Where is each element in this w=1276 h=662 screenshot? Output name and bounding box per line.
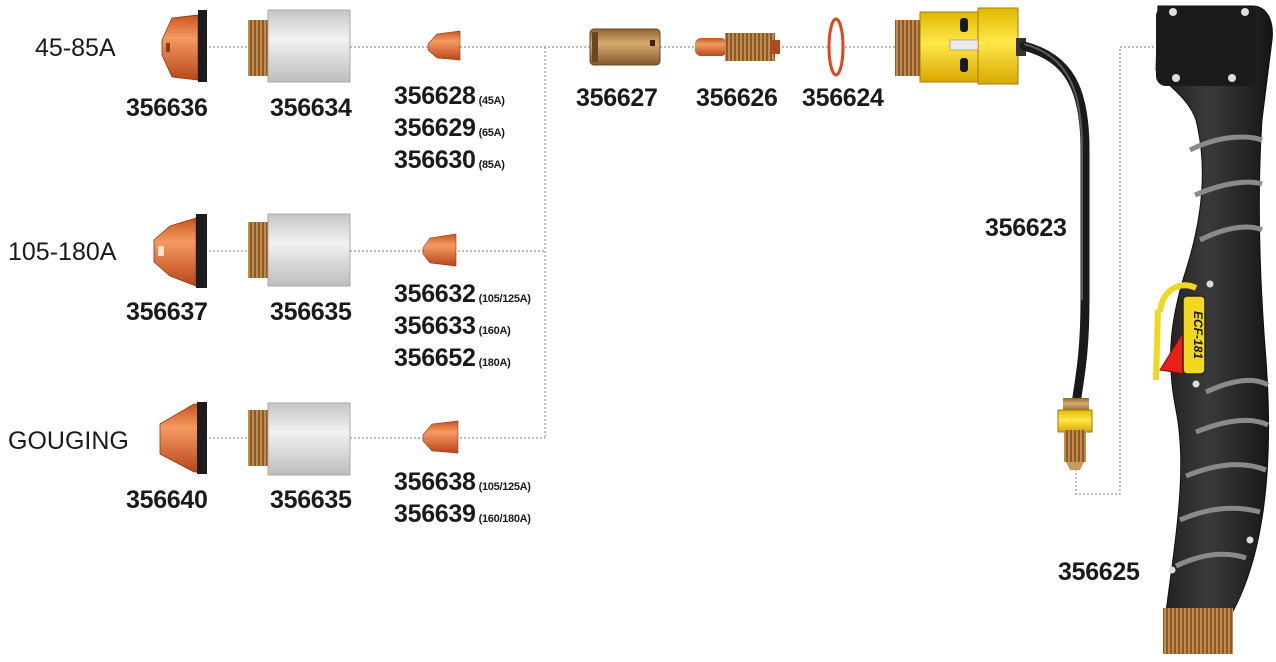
part-number-356632: 356632(105/125A) — [394, 282, 531, 307]
part-number-356626: 356626 — [696, 86, 778, 111]
swirl-ring-356627 — [590, 29, 660, 65]
nozzle-356640 — [160, 402, 207, 474]
part-number-356639-value: 356639 — [394, 500, 476, 528]
part-number-356637: 356637 — [126, 300, 208, 325]
part-number-356633-amps: (160A) — [479, 325, 511, 337]
part-number-356629-value: 356629 — [394, 114, 476, 142]
part-number-356630: 356630(85A) — [394, 148, 505, 173]
part-number-356627: 356627 — [576, 86, 658, 111]
retaining-cap-356634 — [248, 10, 350, 82]
part-number-356652-amps: (180A) — [479, 357, 511, 369]
torch-handle-356625 — [1156, 6, 1272, 654]
tip-356632 — [423, 234, 456, 266]
o-ring-356624 — [829, 19, 843, 75]
retaining-cap-356635-row3 — [248, 403, 350, 475]
part-number-356635-row2: 356635 — [270, 300, 352, 325]
electrode-356626 — [695, 33, 780, 61]
part-number-356625: 356625 — [1058, 560, 1140, 585]
part-number-356632-amps: (105/125A) — [479, 293, 531, 305]
part-number-356624: 356624 — [802, 86, 884, 111]
retaining-cap-356635-row2 — [248, 214, 350, 286]
torch-head-356623 — [895, 8, 1026, 84]
part-number-356640: 356640 — [126, 488, 208, 513]
model-badge: ECF-181 — [1183, 296, 1205, 374]
row-label-gouging: GOUGING — [8, 429, 129, 454]
nozzle-356636 — [162, 10, 207, 82]
part-number-356629: 356629(65A) — [394, 116, 505, 141]
nozzle-356637 — [154, 214, 207, 288]
part-number-356630-value: 356630 — [394, 146, 476, 174]
part-number-356638-amps: (105/125A) — [479, 481, 531, 493]
part-number-356628-amps: (45A) — [479, 95, 505, 107]
row-label-105-180a: 105-180A — [8, 240, 116, 265]
part-number-356630-amps: (85A) — [479, 159, 505, 171]
tip-356638 — [423, 421, 458, 453]
tip-356628 — [428, 31, 460, 60]
model-badge-text: ECF-181 — [1191, 311, 1205, 359]
row-label-45-85a: 45-85A — [35, 36, 116, 61]
part-number-356639-amps: (160/180A) — [479, 513, 531, 525]
part-number-356638-value: 356638 — [394, 468, 476, 496]
part-number-356636: 356636 — [126, 96, 208, 121]
part-number-356633-value: 356633 — [394, 312, 476, 340]
part-number-356628-value: 356628 — [394, 82, 476, 110]
part-number-356635-row3: 356635 — [270, 488, 352, 513]
part-number-356628: 356628(45A) — [394, 84, 505, 109]
part-number-356652-value: 356652 — [394, 344, 476, 372]
part-number-356629-amps: (65A) — [479, 127, 505, 139]
part-number-356633: 356633(160A) — [394, 314, 510, 339]
part-number-356639: 356639(160/180A) — [394, 502, 531, 527]
part-number-356632-value: 356632 — [394, 280, 476, 308]
part-number-356638: 356638(105/125A) — [394, 470, 531, 495]
part-number-356623: 356623 — [985, 216, 1067, 241]
part-number-356652: 356652(180A) — [394, 346, 510, 371]
part-number-356634: 356634 — [270, 96, 352, 121]
cable-fitting — [1058, 398, 1092, 470]
